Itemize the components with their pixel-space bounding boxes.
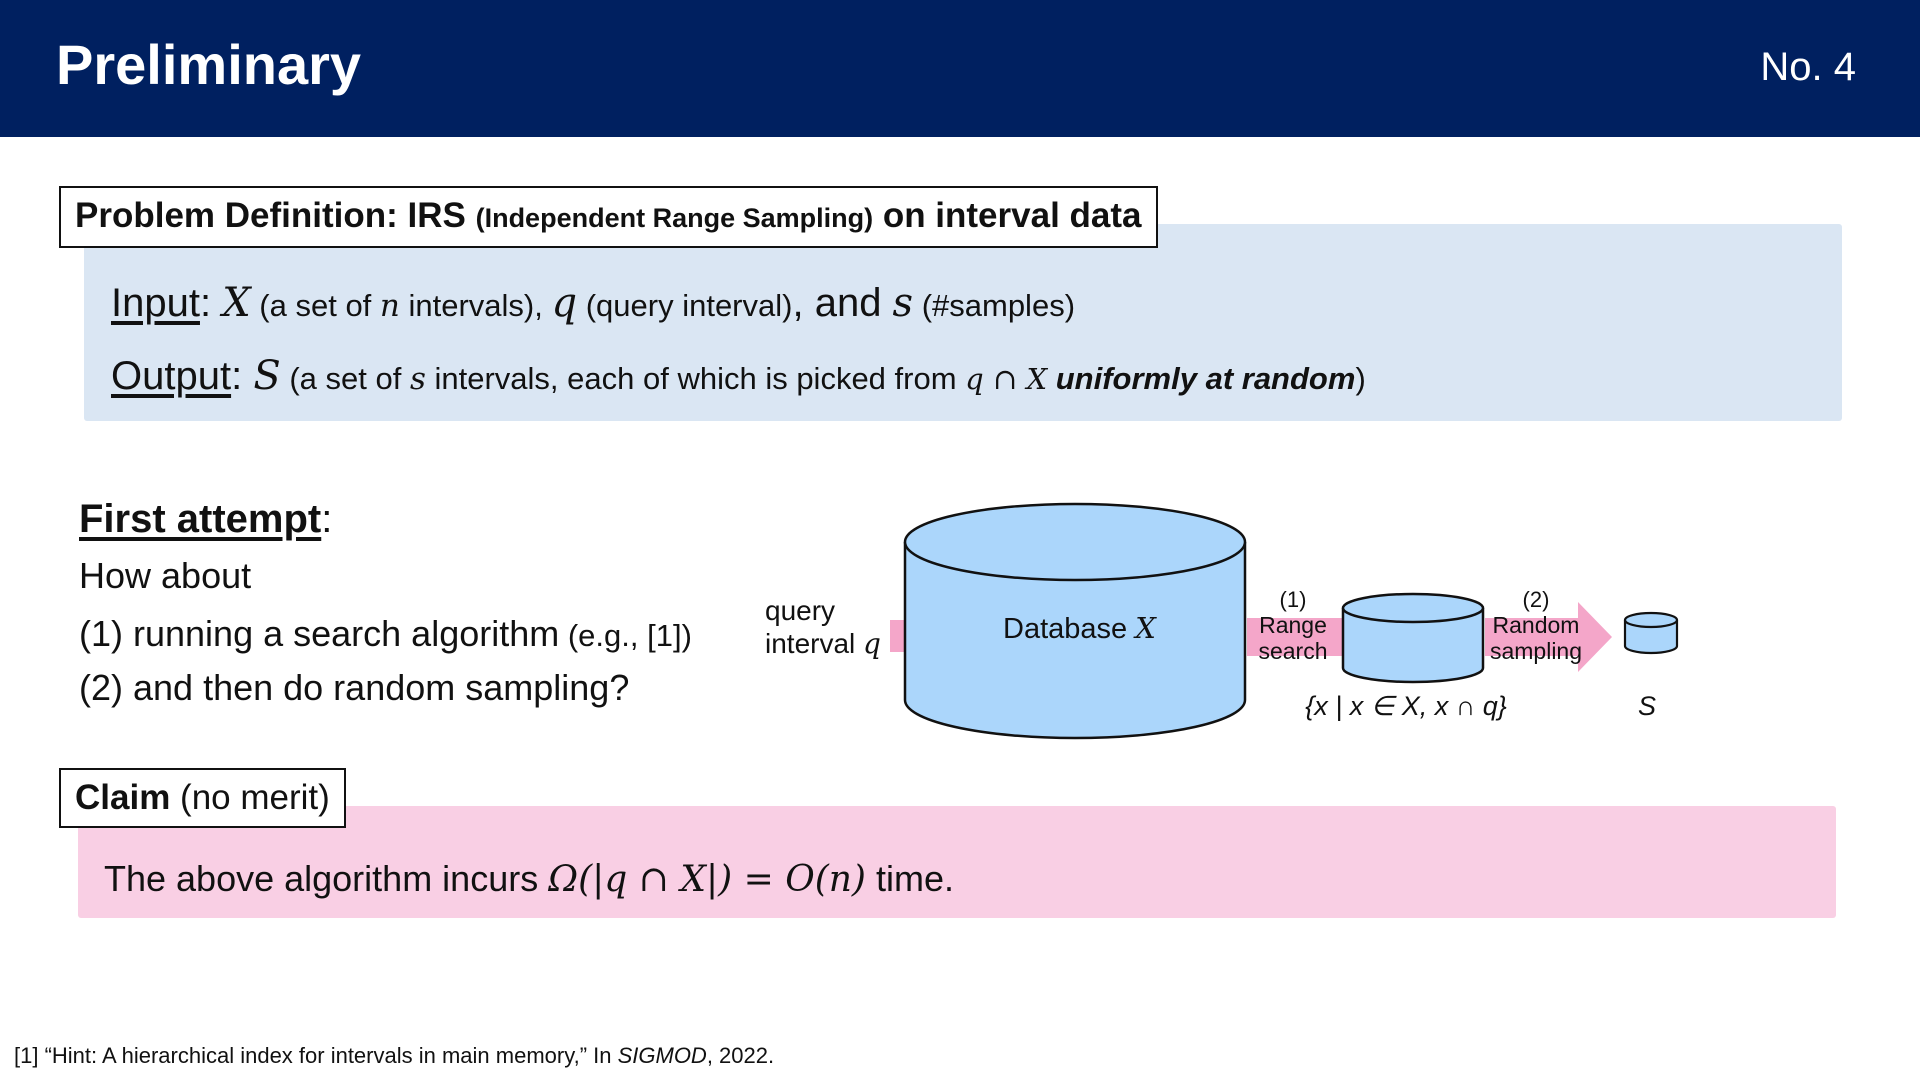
input-X-desc-b: intervals), <box>399 288 552 323</box>
output-desc-a: (a set of <box>280 361 410 396</box>
problem-definition-panel <box>84 224 1842 421</box>
output-close: ) <box>1355 361 1366 396</box>
attempt-line-3: (2) and then do random sampling? <box>79 667 630 708</box>
input-var-q: q <box>551 280 578 326</box>
sample-cylinder <box>1623 611 1679 655</box>
output-emph: uniformly at random <box>1055 361 1356 396</box>
footnote-text-a: [1] “Hint: A hierarchical index for inte… <box>14 1043 618 1068</box>
step1-line1: Range <box>1259 612 1327 638</box>
query-label-line1: query <box>765 595 835 626</box>
footnote: [1] “Hint: A hierarchical index for inte… <box>14 1043 774 1069</box>
database-label: Database X <box>1003 611 1157 645</box>
result-label: S <box>1638 691 1656 721</box>
output-desc-b: intervals, each of which is picked from <box>425 361 966 396</box>
claim-label: Claim (no merit) <box>59 768 346 828</box>
attempt-heading: First attempt: <box>79 494 332 544</box>
input-X-desc-a: (a set of <box>250 288 380 323</box>
input-var-n: n <box>379 288 400 324</box>
random-sampling-arrow <box>1485 602 1612 672</box>
input-q-desc: (query interval) <box>577 288 793 323</box>
claim-text-a: The above algorithm incurs <box>104 858 549 899</box>
footnote-venue: SIGMOD <box>617 1043 707 1068</box>
set-label: {x | x ∈ X, x ∩ q} <box>1305 691 1507 721</box>
problem-label-paren: (Independent Range Sampling) <box>475 203 874 233</box>
attempt-line-1: How about <box>79 555 252 596</box>
input-s-desc: (#samples) <box>913 288 1076 323</box>
claim-text-b: time. <box>865 858 954 899</box>
step2-line1: Random <box>1493 612 1580 638</box>
output-var-s: s <box>409 361 426 397</box>
problem-label-main: Problem Definition: IRS <box>75 196 476 235</box>
step2-number: (2) <box>1523 587 1550 612</box>
pipeline-diagram: query interval q Database X (1) Range se… <box>765 502 1679 740</box>
claim-math: Ω(|q ∩ X|) = O(n) <box>548 859 866 900</box>
input-and: , and <box>792 281 893 325</box>
footnote-text-b: , 2022. <box>706 1043 775 1068</box>
attempt-colon: : <box>321 497 333 541</box>
attempt-line-2-text: (1) running a search algorithm <box>79 613 560 654</box>
output-line: Output: S (a set of s intervals, each of… <box>111 353 1366 399</box>
range-result-cylinder <box>1341 592 1485 684</box>
problem-label-tail: on interval data <box>873 196 1142 235</box>
step1-line2: search <box>1258 638 1327 664</box>
problem-definition-label: Problem Definition: IRS (Independent Ran… <box>59 186 1158 248</box>
step1-number: (1) <box>1280 587 1307 612</box>
claim-label-bold: Claim <box>75 778 171 817</box>
query-label-line2: interval q <box>765 627 881 660</box>
input-var-s: s <box>892 280 914 326</box>
input-var-X: X <box>222 280 251 326</box>
attempt-line-2: (1) running a search algorithm (e.g., [1… <box>79 611 692 659</box>
step2-line2: sampling <box>1490 638 1582 664</box>
attempt-title: First attempt <box>79 497 322 541</box>
slide-header: Preliminary No. 4 <box>0 0 1920 137</box>
page-number: No. 4 <box>1760 45 1856 89</box>
input-label: Input <box>111 281 200 325</box>
range-search-arrow <box>1247 618 1343 656</box>
output-var-S: S <box>253 353 281 399</box>
input-line: Input: X (a set of n intervals), q (quer… <box>111 280 1076 326</box>
database-cylinder <box>903 502 1247 740</box>
slide-title: Preliminary <box>56 33 362 96</box>
claim-panel <box>78 806 1836 918</box>
output-label: Output <box>111 354 232 398</box>
claim-label-rest: (no merit) <box>170 778 330 817</box>
attempt-line-2-ref: (e.g., [1]) <box>559 618 692 653</box>
output-math: q ∩ X <box>965 362 1048 396</box>
claim-text: The above algorithm incurs Ω(|q ∩ X|) = … <box>104 856 954 903</box>
